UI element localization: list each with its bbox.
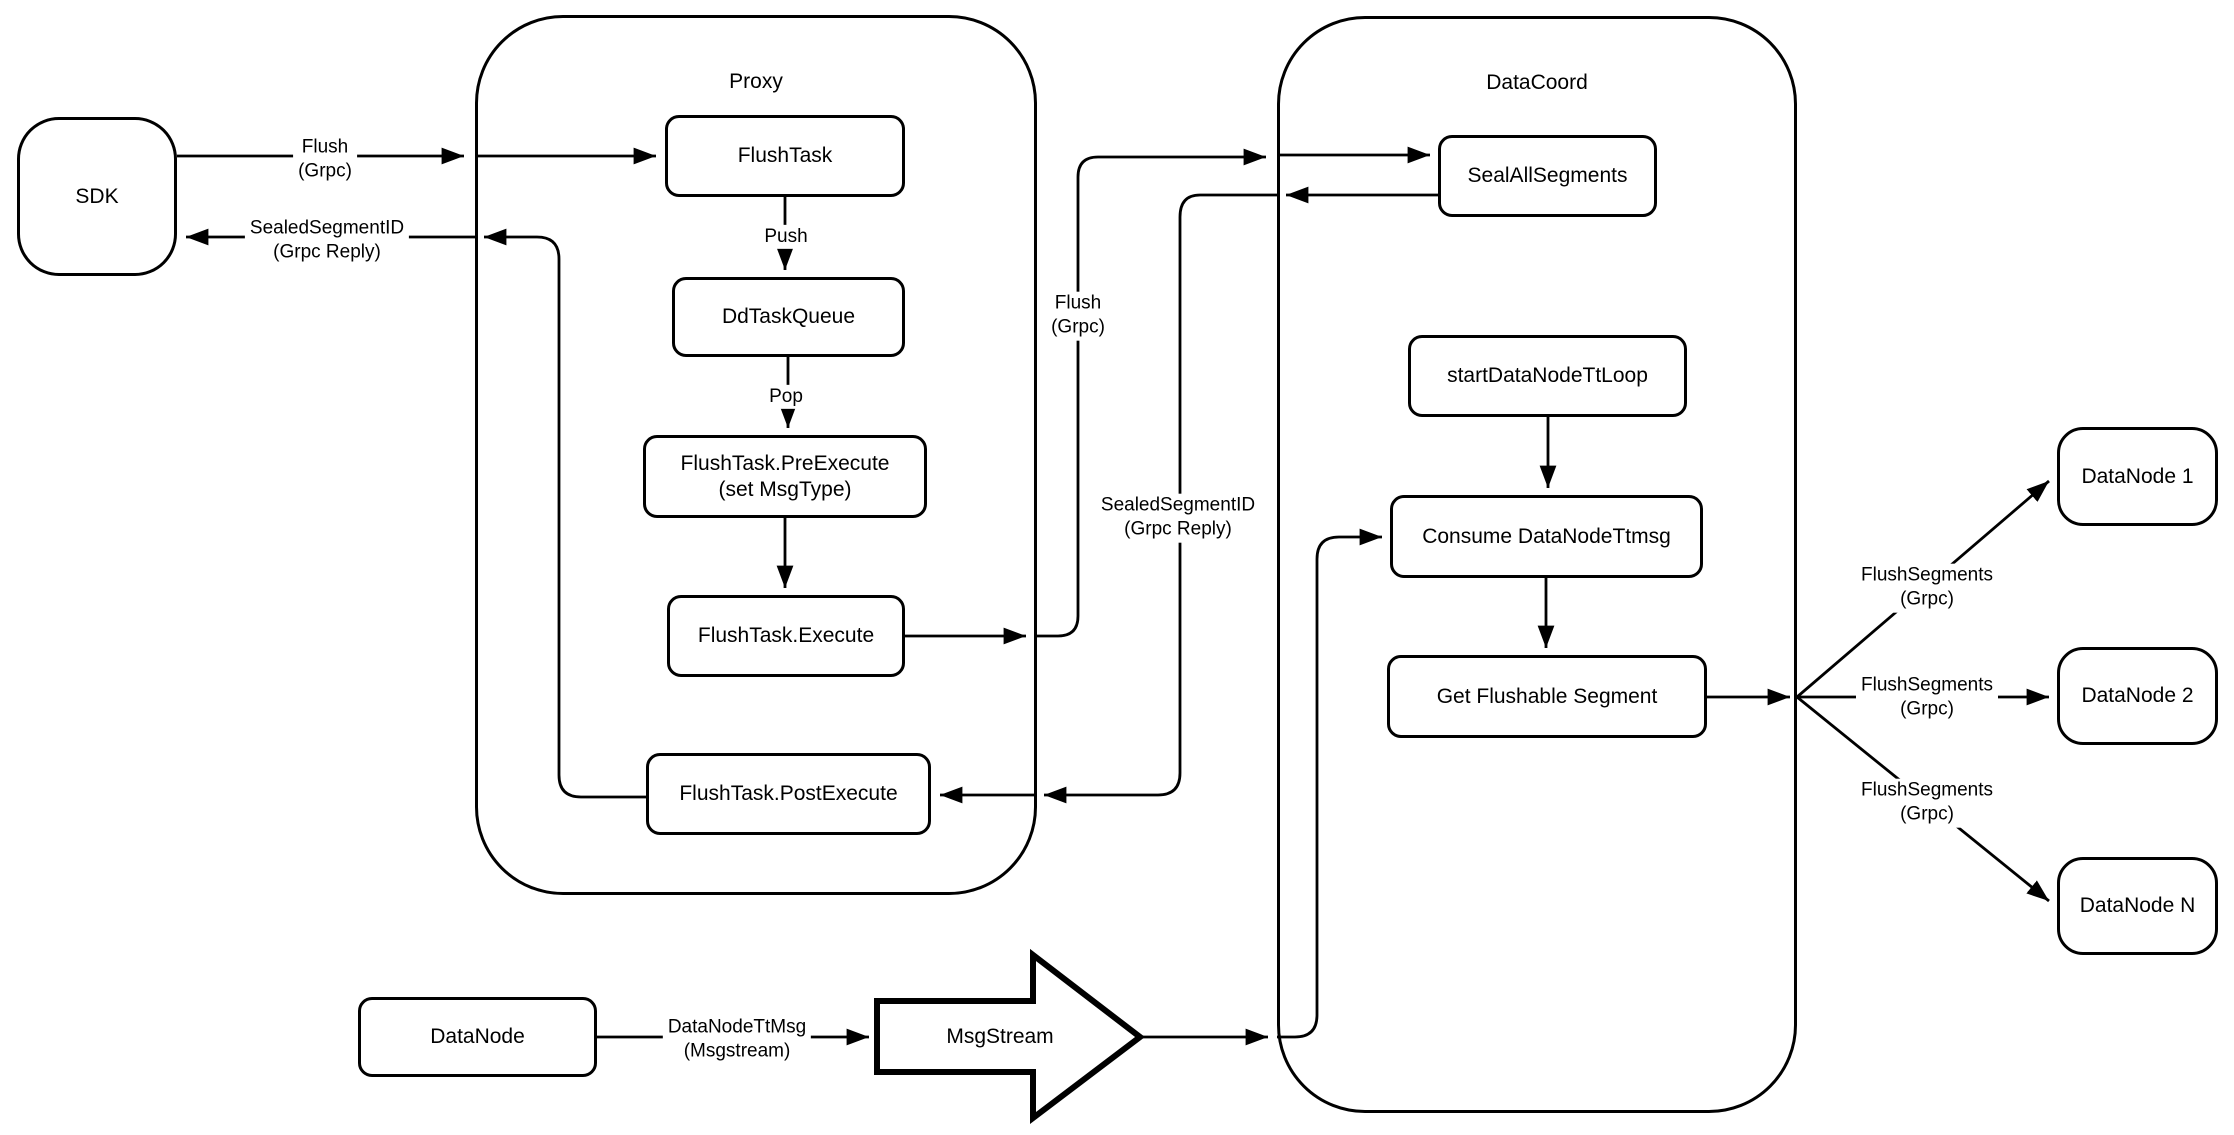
edge-proxy-border-to-datacoord [1035, 148, 1266, 638]
edge-postexecute-to-proxy-border [484, 228, 646, 799]
edge-label-push: Push [759, 224, 813, 250]
node-flush-task: FlushTask [665, 115, 905, 197]
node-datanode: DataNode [358, 997, 597, 1077]
node-get-flushable-segment: Get Flushable Segment [1387, 655, 1707, 738]
node-start-datanode-tt-loop: startDataNodeTtLoop [1408, 335, 1687, 417]
node-flush-task-pre-execute: FlushTask.PreExecute (set MsgType) [643, 435, 927, 518]
node-datanode-2: DataNode 2 [2057, 647, 2218, 745]
node-datanode-n: DataNode N [2057, 857, 2218, 955]
edge-label-datanode-ttmsg: DataNodeTtMsg (Msgstream) [662, 1015, 812, 1065]
node-consume-datanode-ttmsg: Consume DataNodeTtmsg [1390, 495, 1703, 578]
container-proxy: Proxy [475, 15, 1037, 895]
edge-label-flush-segments-1: FlushSegments (Grpc) [1855, 563, 1999, 613]
node-sdk: SDK [17, 117, 177, 276]
node-datanode-1: DataNode 1 [2057, 427, 2218, 526]
proxy-title: Proxy [729, 70, 783, 93]
edge-label-sealed-segment-id-sdk: SealedSegmentID (Grpc Reply) [244, 216, 410, 266]
edge-label-sealed-segment-id-proxy: SealedSegmentID (Grpc Reply) [1095, 493, 1261, 543]
edge-label-flush-grpc-proxy: Flush (Grpc) [1046, 291, 1110, 341]
edge-label-flush-segments-2: FlushSegments (Grpc) [1855, 673, 1999, 723]
datacoord-title: DataCoord [1486, 71, 1588, 94]
edge-label-pop: Pop [764, 384, 808, 410]
edge-label-flush-grpc-sdk: Flush (Grpc) [293, 135, 357, 185]
edge-label-flush-segments-3: FlushSegments (Grpc) [1855, 778, 1999, 828]
msgstream-block-arrow [874, 948, 1145, 1125]
container-datacoord: DataCoord [1277, 16, 1797, 1113]
node-seal-all-segments: SealAllSegments [1438, 135, 1657, 217]
msgstream-label: MsgStream [946, 1025, 1054, 1048]
node-flush-task-post-execute: FlushTask.PostExecute [646, 753, 931, 835]
node-dd-task-queue: DdTaskQueue [672, 277, 905, 357]
node-flush-task-execute: FlushTask.Execute [667, 595, 905, 677]
